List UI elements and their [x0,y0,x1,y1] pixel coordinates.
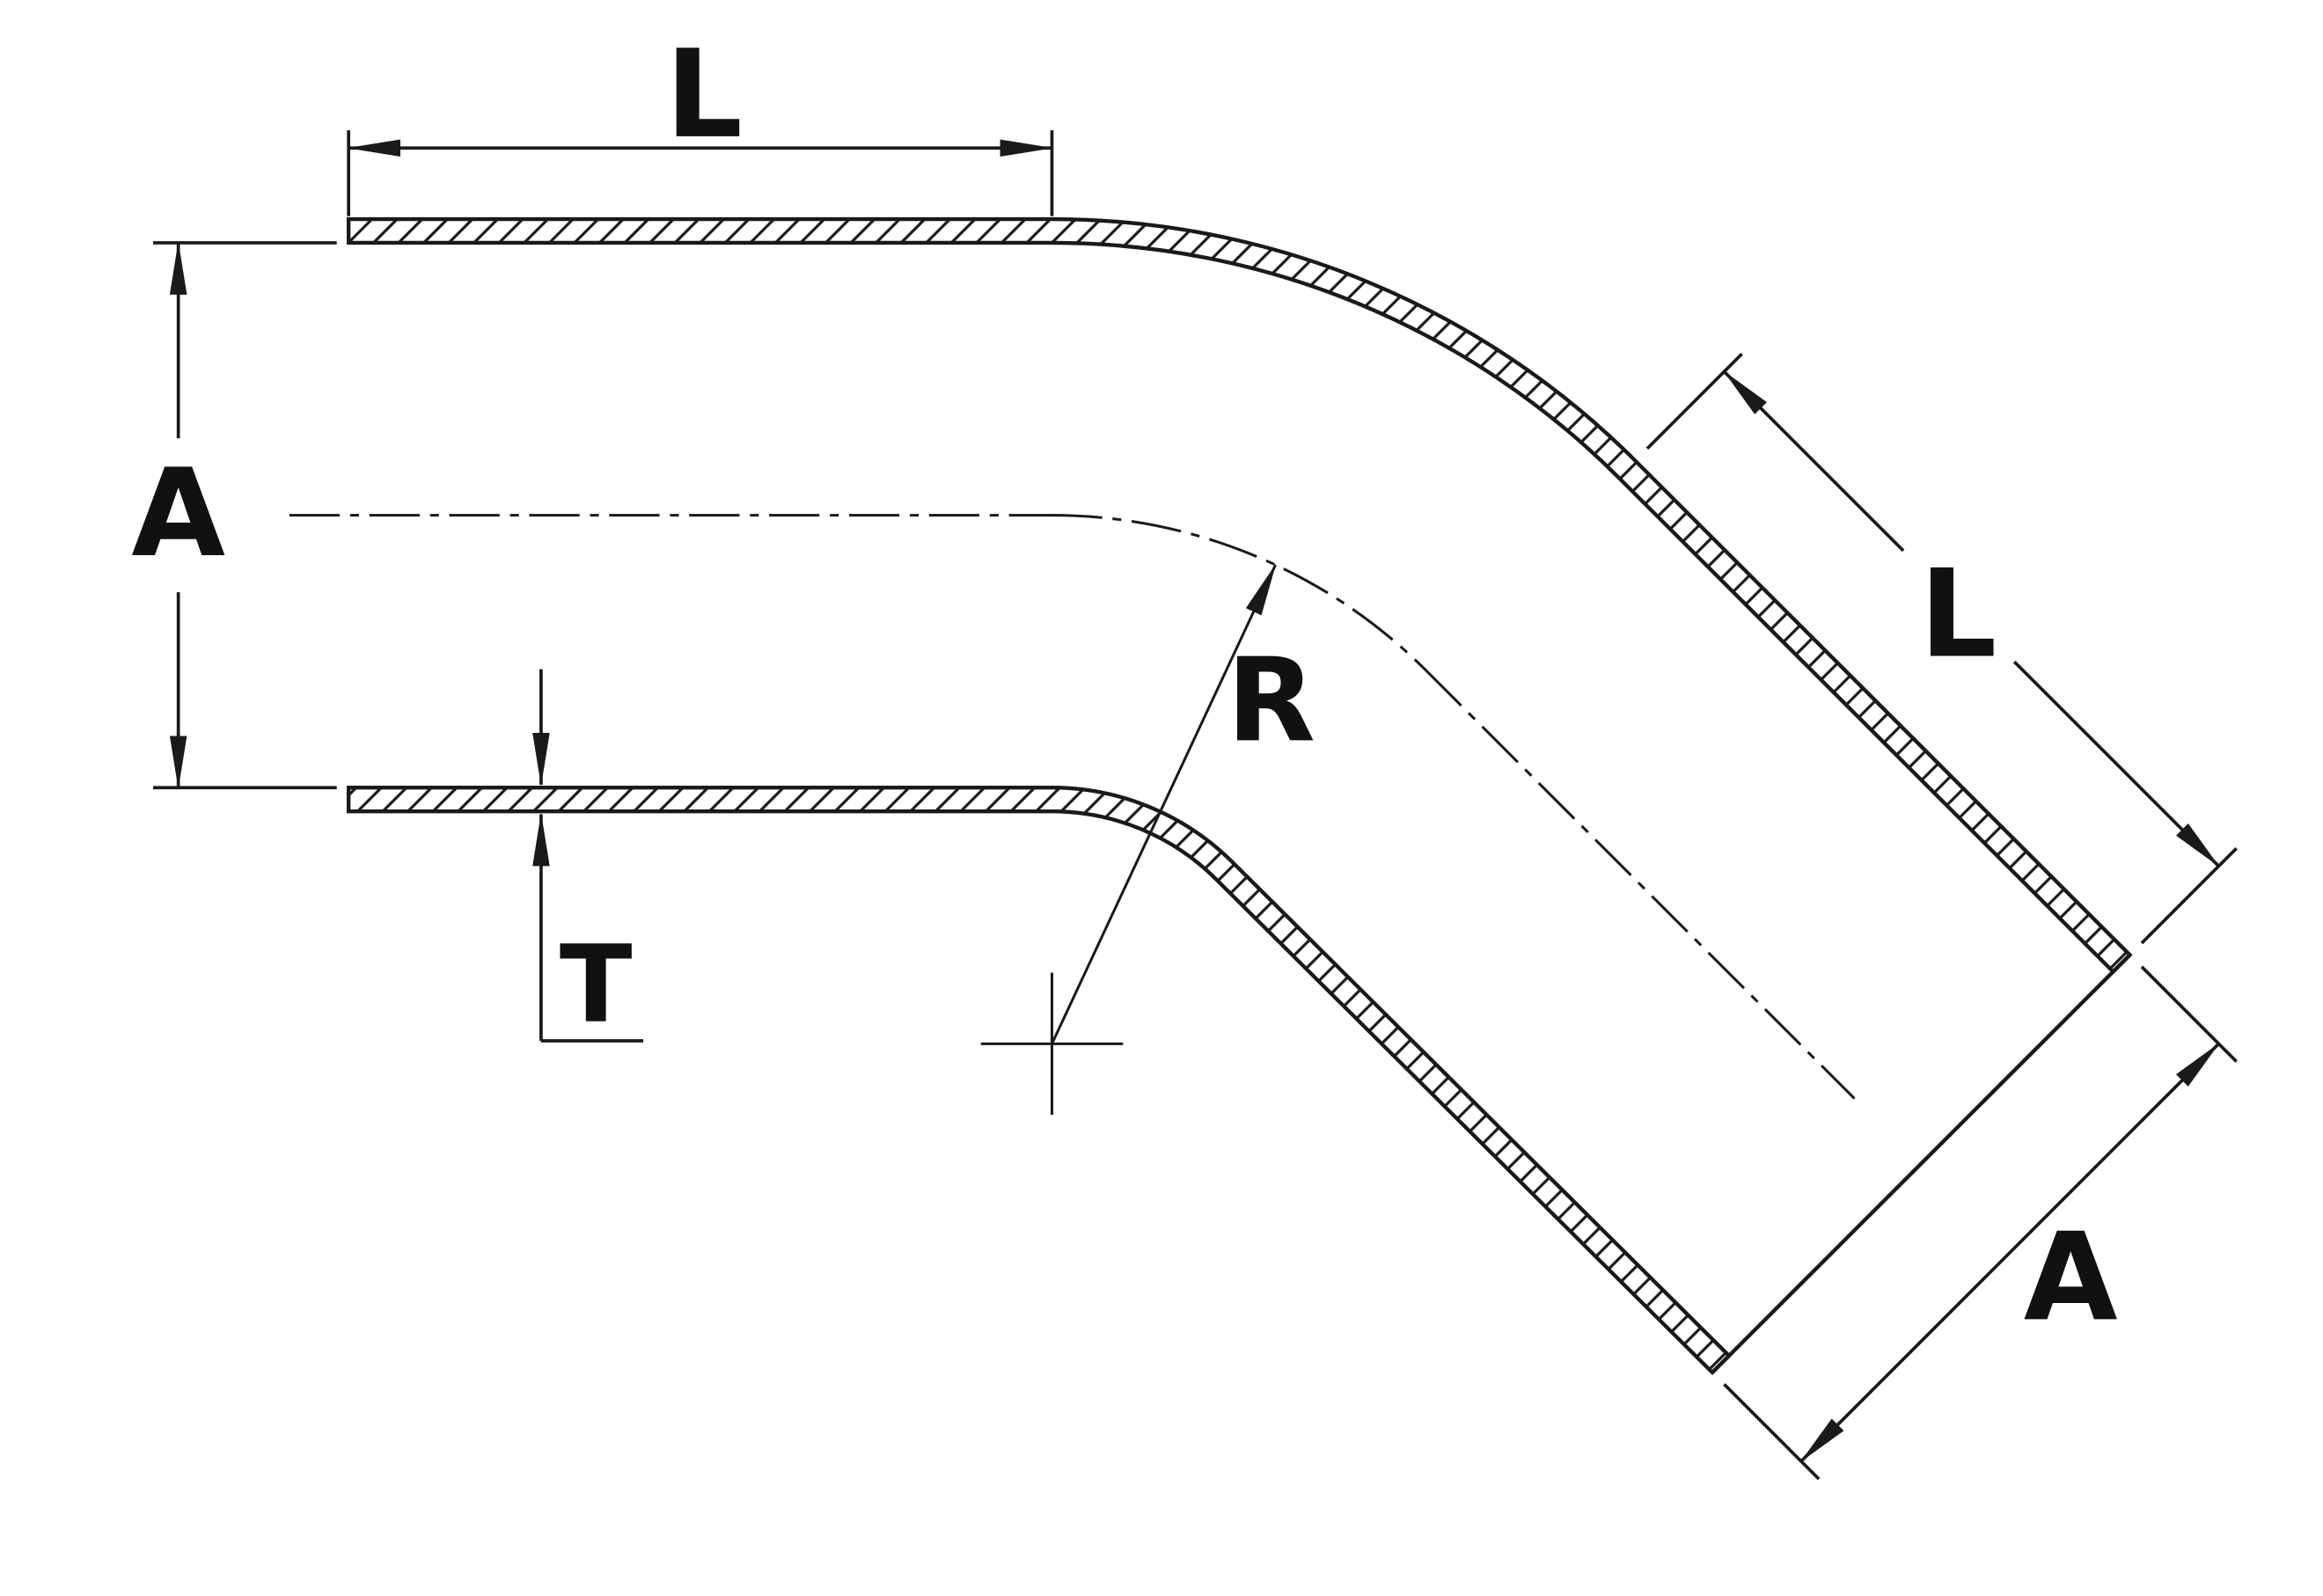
dim-length-angled [1645,352,2238,945]
dimension-label-thickness: T [560,923,633,1047]
dimension-label-length-angled: L [1919,543,1997,685]
dim-diameter-end [1723,965,2238,1481]
dim-thickness [532,669,644,1043]
centerline-angled [1425,669,1856,1100]
dim-length-angled-ext-upper [1645,352,1743,450]
dim-radius [980,563,1277,1116]
centerline-bend-arc [1052,514,1427,671]
dim-length-angled-line-upper [1723,370,1905,553]
centerlines-group [289,514,1856,1100]
dimension-label-radius: R [1227,633,1315,767]
dimension-labels-group: L A T R L A [131,24,2118,1349]
tube-bottom-wall [346,786,1733,1375]
dimension-label-diameter-end: A [2024,1206,2118,1348]
dim-diameter-end-ext-upper [2140,965,2238,1063]
dim-length-top [347,130,1054,216]
dimension-label-diameter-left: A [131,443,225,584]
dim-length-angled-ext-lower [2140,846,2238,945]
dim-radius-leader [1051,563,1277,1044]
elbow-tube-group [346,216,2133,1375]
dim-diameter-end-ext-lower [1723,1383,1821,1481]
dim-diameter-end-line [1799,1043,2220,1463]
dimension-label-length-top: L [665,24,743,165]
dim-diameter-left [153,241,337,790]
tube-top-wall [346,216,2133,975]
dimensions-group [153,130,2238,1481]
dim-length-angled-line-lower [2012,660,2220,868]
